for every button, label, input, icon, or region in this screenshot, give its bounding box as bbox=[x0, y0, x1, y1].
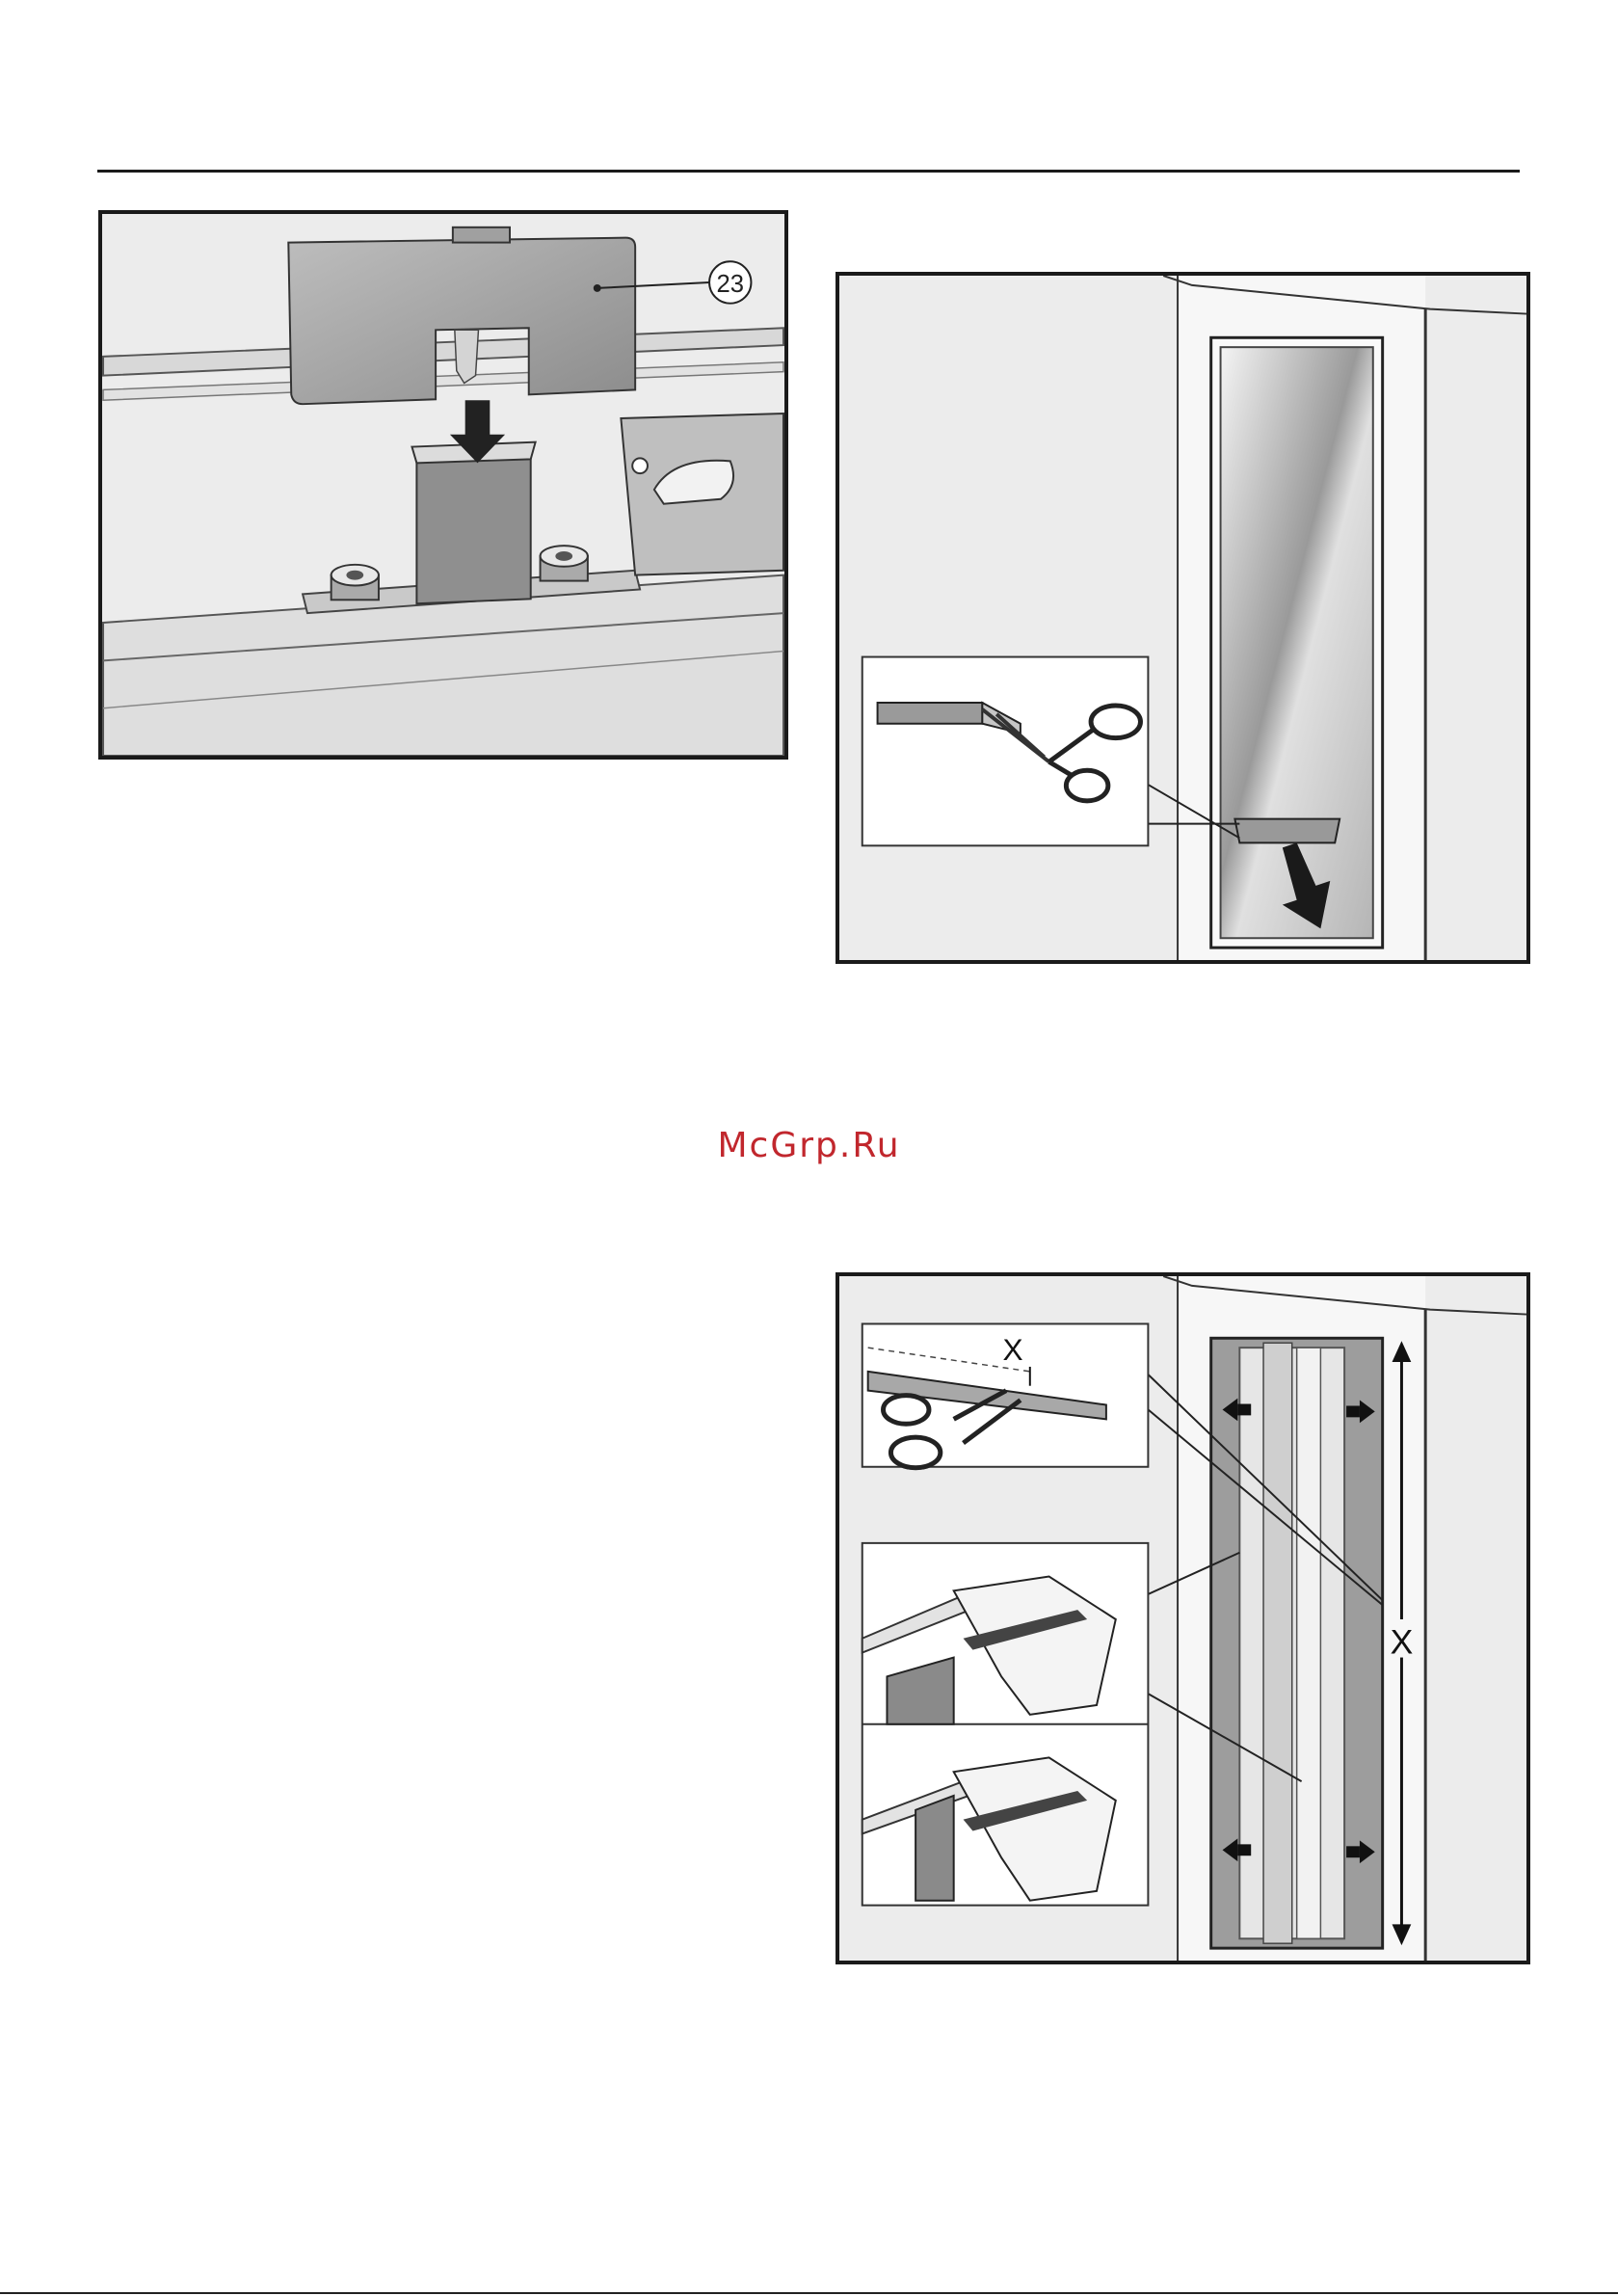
inset-label-x: X bbox=[1002, 1332, 1022, 1367]
cover-cap bbox=[288, 227, 635, 404]
figure-trim-strip bbox=[836, 272, 1530, 964]
cut-to-length-illustration: X X bbox=[839, 1276, 1526, 1961]
figure-cover-cap-mounting: 23 bbox=[98, 210, 788, 760]
scissors-inset bbox=[862, 657, 1149, 846]
cover-cap-illustration: 23 bbox=[102, 214, 784, 756]
callout-number: 23 bbox=[717, 271, 745, 298]
nut-left bbox=[332, 565, 379, 600]
trim-strip-illustration bbox=[839, 276, 1526, 960]
nut-right bbox=[541, 546, 588, 580]
footer-rule bbox=[0, 2292, 1618, 2294]
header-rule bbox=[97, 170, 1520, 173]
dimension-label-x: X bbox=[1391, 1623, 1414, 1662]
figure-cut-to-length: X X bbox=[836, 1272, 1530, 1964]
watermark-text: McGrp.Ru bbox=[0, 1126, 1618, 1165]
